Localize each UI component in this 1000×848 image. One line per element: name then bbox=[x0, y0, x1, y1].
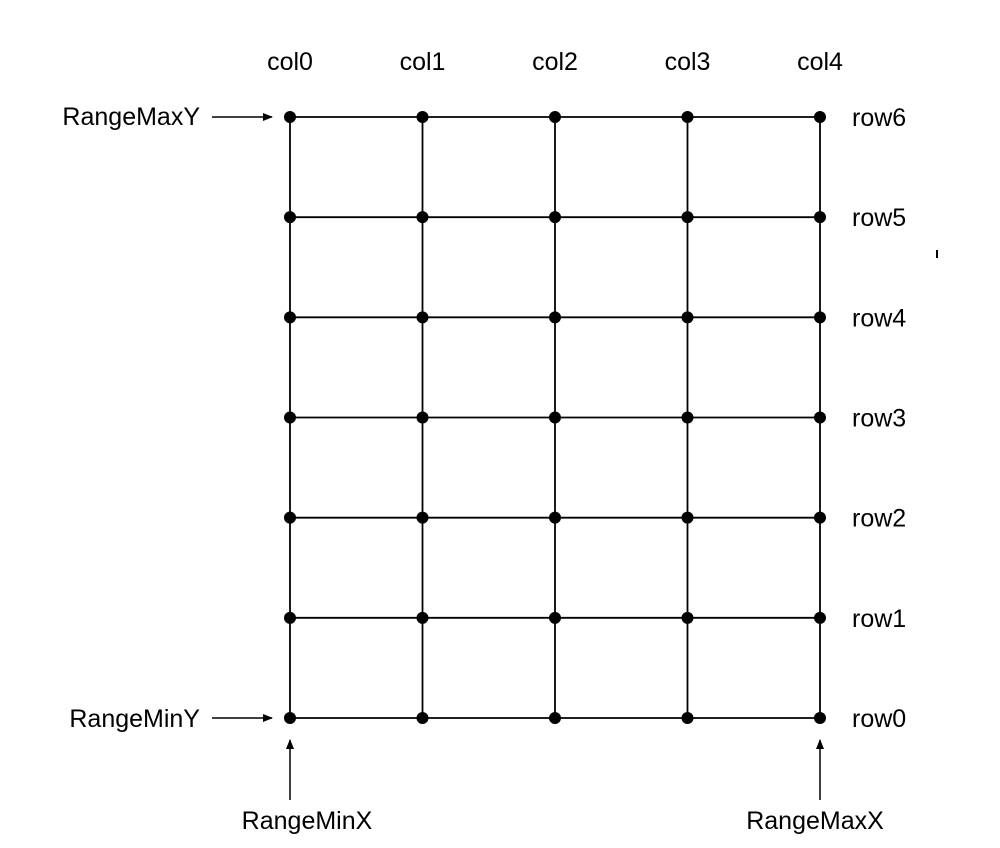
grid-node-col0-row5 bbox=[284, 211, 296, 224]
grid-node-col4-row2 bbox=[814, 511, 826, 524]
grid-node-col0-row0 bbox=[284, 712, 296, 724]
grid-node-col3-row6 bbox=[681, 111, 694, 123]
grid-node-col1-row5 bbox=[416, 211, 429, 224]
column-label-col1: col1 bbox=[400, 48, 446, 76]
grid-node-col0-row3 bbox=[284, 411, 296, 424]
grid-node-col1-row1 bbox=[416, 611, 429, 624]
grid-node-col3-row3 bbox=[681, 411, 694, 424]
grid-node-col4-row1 bbox=[814, 611, 826, 624]
row-label-row6: row6 bbox=[852, 104, 906, 132]
grid-node-col1-row4 bbox=[416, 311, 429, 324]
row-labels: row0 row1 row2 row3 row4 row5 row6 bbox=[852, 104, 906, 733]
grid-node-col4-row0 bbox=[814, 712, 826, 724]
range-min-x-label: RangeMinX bbox=[242, 807, 373, 835]
row-label-row1: row1 bbox=[852, 605, 906, 633]
grid-node-col4-row3 bbox=[814, 411, 826, 424]
grid-node-col2-row3 bbox=[549, 411, 561, 424]
grid-node-col2-row6 bbox=[549, 111, 561, 123]
grid-node-col3-row2 bbox=[681, 511, 694, 524]
grid-node-col1-row0 bbox=[416, 712, 429, 724]
grid-node-col4-row6 bbox=[814, 111, 826, 123]
grid-node-col1-row3 bbox=[416, 411, 429, 424]
grid-node-col4-row5 bbox=[814, 211, 826, 224]
range-max-y-label: RangeMaxY bbox=[62, 103, 200, 131]
grid-node-col2-row0 bbox=[549, 712, 561, 724]
row-label-row0: row0 bbox=[852, 705, 906, 733]
grid-node-col3-row0 bbox=[681, 712, 694, 724]
grid-node-col3-row5 bbox=[681, 211, 694, 224]
grid-node-col3-row4 bbox=[681, 311, 694, 324]
grid-node-col1-row6 bbox=[416, 111, 429, 123]
grid-node-col2-row1 bbox=[549, 611, 561, 624]
column-label-col2: col2 bbox=[532, 48, 578, 76]
column-labels: col0 col1 col2 col3 col4 bbox=[267, 48, 843, 76]
column-label-col3: col3 bbox=[665, 48, 711, 76]
grid-node-col2-row4 bbox=[549, 311, 561, 324]
range-min-y-label: RangeMinY bbox=[69, 705, 200, 733]
grid-node-col0-row4 bbox=[284, 311, 296, 324]
grid-node-col0-row6 bbox=[284, 111, 296, 123]
grid-node-col3-row1 bbox=[681, 611, 694, 624]
row-label-row3: row3 bbox=[852, 405, 906, 433]
grid-node-col2-row5 bbox=[549, 211, 561, 224]
grid-node-col0-row2 bbox=[284, 511, 296, 524]
grid-node-col4-row4 bbox=[814, 311, 826, 324]
row-label-row5: row5 bbox=[852, 204, 906, 232]
row-label-row2: row2 bbox=[852, 505, 906, 533]
grid-node-col0-row1 bbox=[284, 611, 296, 624]
grid-nodes bbox=[284, 111, 826, 724]
range-max-x-label: RangeMaxX bbox=[746, 807, 884, 835]
column-label-col4: col4 bbox=[797, 48, 843, 76]
grid-node-col1-row2 bbox=[416, 511, 429, 524]
column-label-col0: col0 bbox=[267, 48, 313, 76]
row-label-row4: row4 bbox=[852, 304, 906, 332]
grid-node-col2-row2 bbox=[549, 511, 561, 524]
